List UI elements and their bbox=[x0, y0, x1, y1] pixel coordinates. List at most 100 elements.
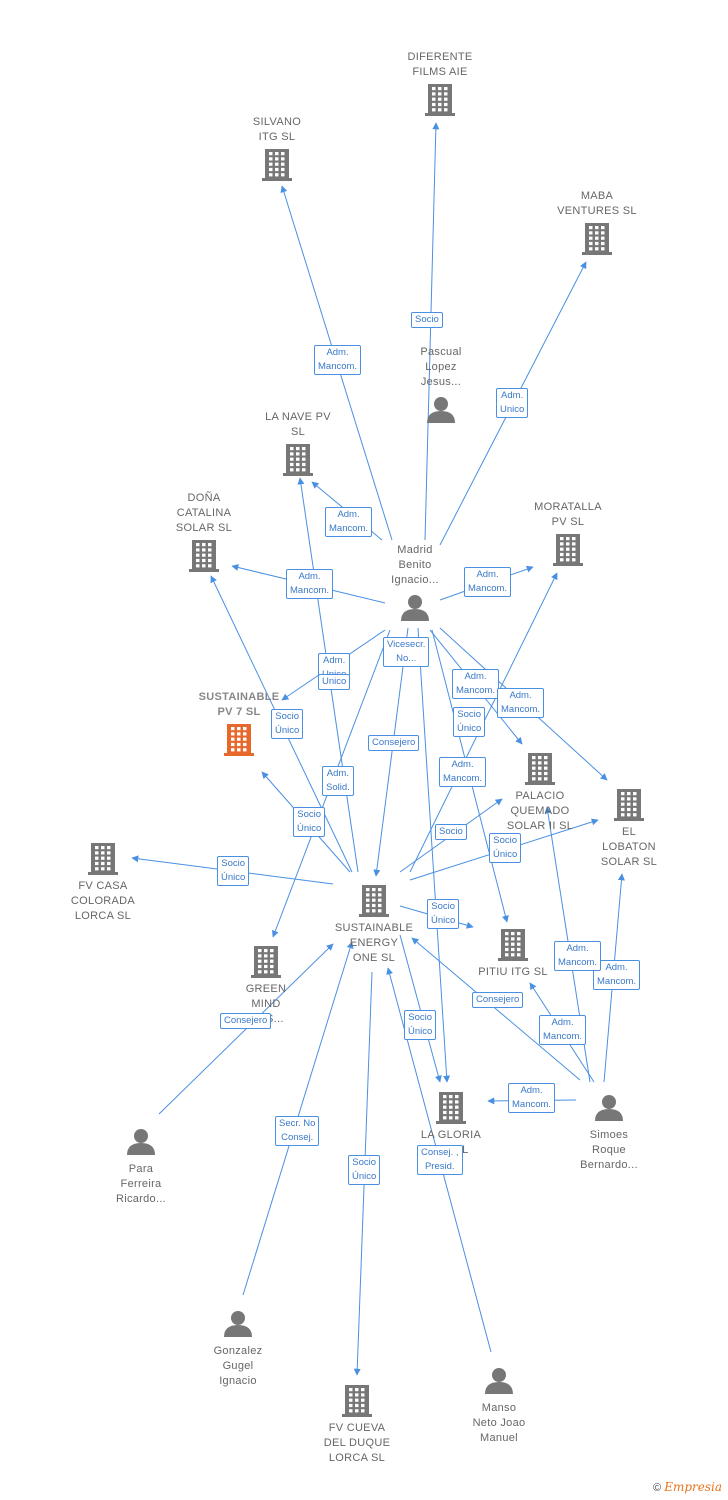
node-label-line: DIFERENTE bbox=[407, 51, 473, 63]
node-label-line: Gonzalez bbox=[213, 1345, 263, 1357]
relation-label: Socio bbox=[435, 824, 467, 840]
node-label-sustpv7[interactable]: SUSTAINABLE PV 7 SL bbox=[169, 690, 309, 720]
relation-label: Adm.Mancom. bbox=[286, 569, 334, 599]
building-icon[interactable] bbox=[425, 84, 455, 116]
building-icon[interactable] bbox=[251, 946, 281, 978]
building-icon[interactable] bbox=[189, 540, 219, 572]
node-label-line: SILVANO bbox=[252, 116, 302, 128]
node-label-line: SOLAR SL bbox=[175, 522, 233, 534]
relation-label: Consej. , Presid. bbox=[417, 1145, 463, 1175]
node-label-line: ITG SL bbox=[258, 131, 296, 143]
person-icon[interactable] bbox=[127, 1129, 155, 1155]
node-label-line: VENTURES SL bbox=[557, 205, 637, 217]
building-icon[interactable] bbox=[359, 885, 389, 917]
relation-label: Adm.Mancom. bbox=[439, 757, 487, 787]
node-label-line: DOÑA bbox=[187, 492, 221, 504]
edge-simoes-sustone bbox=[411, 937, 581, 1081]
person-icon[interactable] bbox=[485, 1368, 513, 1394]
node-label-line: PITIU ITG SL bbox=[478, 966, 548, 978]
relation-label-line: Socio bbox=[408, 1012, 433, 1023]
node-label-line: SOLAR II SL bbox=[506, 820, 574, 832]
relation-label-line: Presid. bbox=[424, 1161, 455, 1172]
relation-label-line: Socio bbox=[275, 711, 300, 722]
building-icon[interactable] bbox=[224, 724, 254, 756]
relation-label-line: Socio bbox=[297, 809, 322, 820]
edge-para-sustone bbox=[158, 943, 334, 1115]
relation-label-line: Mancom. bbox=[501, 704, 541, 715]
node-label-line: Ferreira bbox=[120, 1178, 162, 1190]
relation-label-line: Mancom. bbox=[329, 523, 369, 534]
node-label-line: Roque bbox=[592, 1144, 626, 1156]
relation-label: Consejero bbox=[472, 992, 524, 1008]
person-icon[interactable] bbox=[427, 397, 455, 423]
node-label-line: Simoes bbox=[589, 1129, 629, 1141]
building-icon[interactable] bbox=[342, 1385, 372, 1417]
relation-label-line: No... bbox=[396, 653, 417, 664]
relation-label: Adm.Mancom. bbox=[314, 345, 362, 375]
copyright-symbol: © bbox=[653, 1482, 662, 1494]
node-label-pitiu[interactable]: PITIU ITG SL bbox=[443, 965, 583, 980]
relation-label-line: Adm. bbox=[476, 569, 499, 580]
building-icon[interactable] bbox=[498, 929, 528, 961]
relation-label-line: Mancom. bbox=[443, 773, 483, 784]
relation-label: Adm.Mancom. bbox=[464, 567, 512, 597]
person-icon[interactable] bbox=[595, 1095, 623, 1121]
relation-label: Adm.Solid. bbox=[322, 766, 354, 796]
relation-label: Unico bbox=[318, 674, 351, 690]
relation-label-line: Consej. , bbox=[421, 1147, 459, 1158]
node-label-line: COLORADA bbox=[70, 895, 136, 907]
relation-label-line: Solid. bbox=[326, 782, 350, 793]
person-icon[interactable] bbox=[401, 595, 429, 621]
node-label-line: Pascual bbox=[420, 346, 462, 358]
node-label-line: QUEMADO bbox=[510, 805, 570, 817]
building-icon[interactable] bbox=[525, 753, 555, 785]
node-label-line: Lopez bbox=[425, 361, 457, 373]
node-label-line: FV CASA bbox=[78, 880, 128, 892]
building-icon[interactable] bbox=[582, 223, 612, 255]
building-icon[interactable] bbox=[283, 444, 313, 476]
building-icon[interactable] bbox=[614, 789, 644, 821]
node-label-line: CATALINA bbox=[176, 507, 232, 519]
node-label-line: SUSTAINABLE bbox=[198, 691, 280, 703]
node-label-line: PV 7 SL bbox=[217, 706, 261, 718]
relation-label-line: Adm. bbox=[337, 509, 360, 520]
node-label-silvano[interactable]: SILVANO ITG SL bbox=[207, 115, 347, 145]
relation-label-line: Único bbox=[493, 849, 518, 860]
person-icon[interactable] bbox=[224, 1311, 252, 1337]
node-label-dona[interactable]: DOÑA CATALINA SOLAR SL bbox=[134, 491, 274, 536]
node-label-line: LA GLORIA bbox=[420, 1129, 482, 1141]
relation-label-line: Único bbox=[408, 1026, 433, 1037]
building-icon[interactable] bbox=[553, 534, 583, 566]
building-icon[interactable] bbox=[262, 149, 292, 181]
relation-label: Adm.Mancom. bbox=[452, 669, 500, 699]
relation-label-line: Consejero bbox=[224, 1015, 268, 1026]
node-label-line: EL bbox=[621, 826, 637, 838]
relation-label-line: Único bbox=[221, 872, 246, 883]
relation-label: Vicesecr.No... bbox=[383, 637, 430, 667]
building-icon[interactable] bbox=[88, 843, 118, 875]
relation-label-line: Socio bbox=[431, 901, 456, 912]
relation-label-line: Adm. bbox=[501, 390, 524, 401]
building-icon[interactable] bbox=[436, 1092, 466, 1124]
relation-label-line: Adm. bbox=[323, 655, 346, 666]
